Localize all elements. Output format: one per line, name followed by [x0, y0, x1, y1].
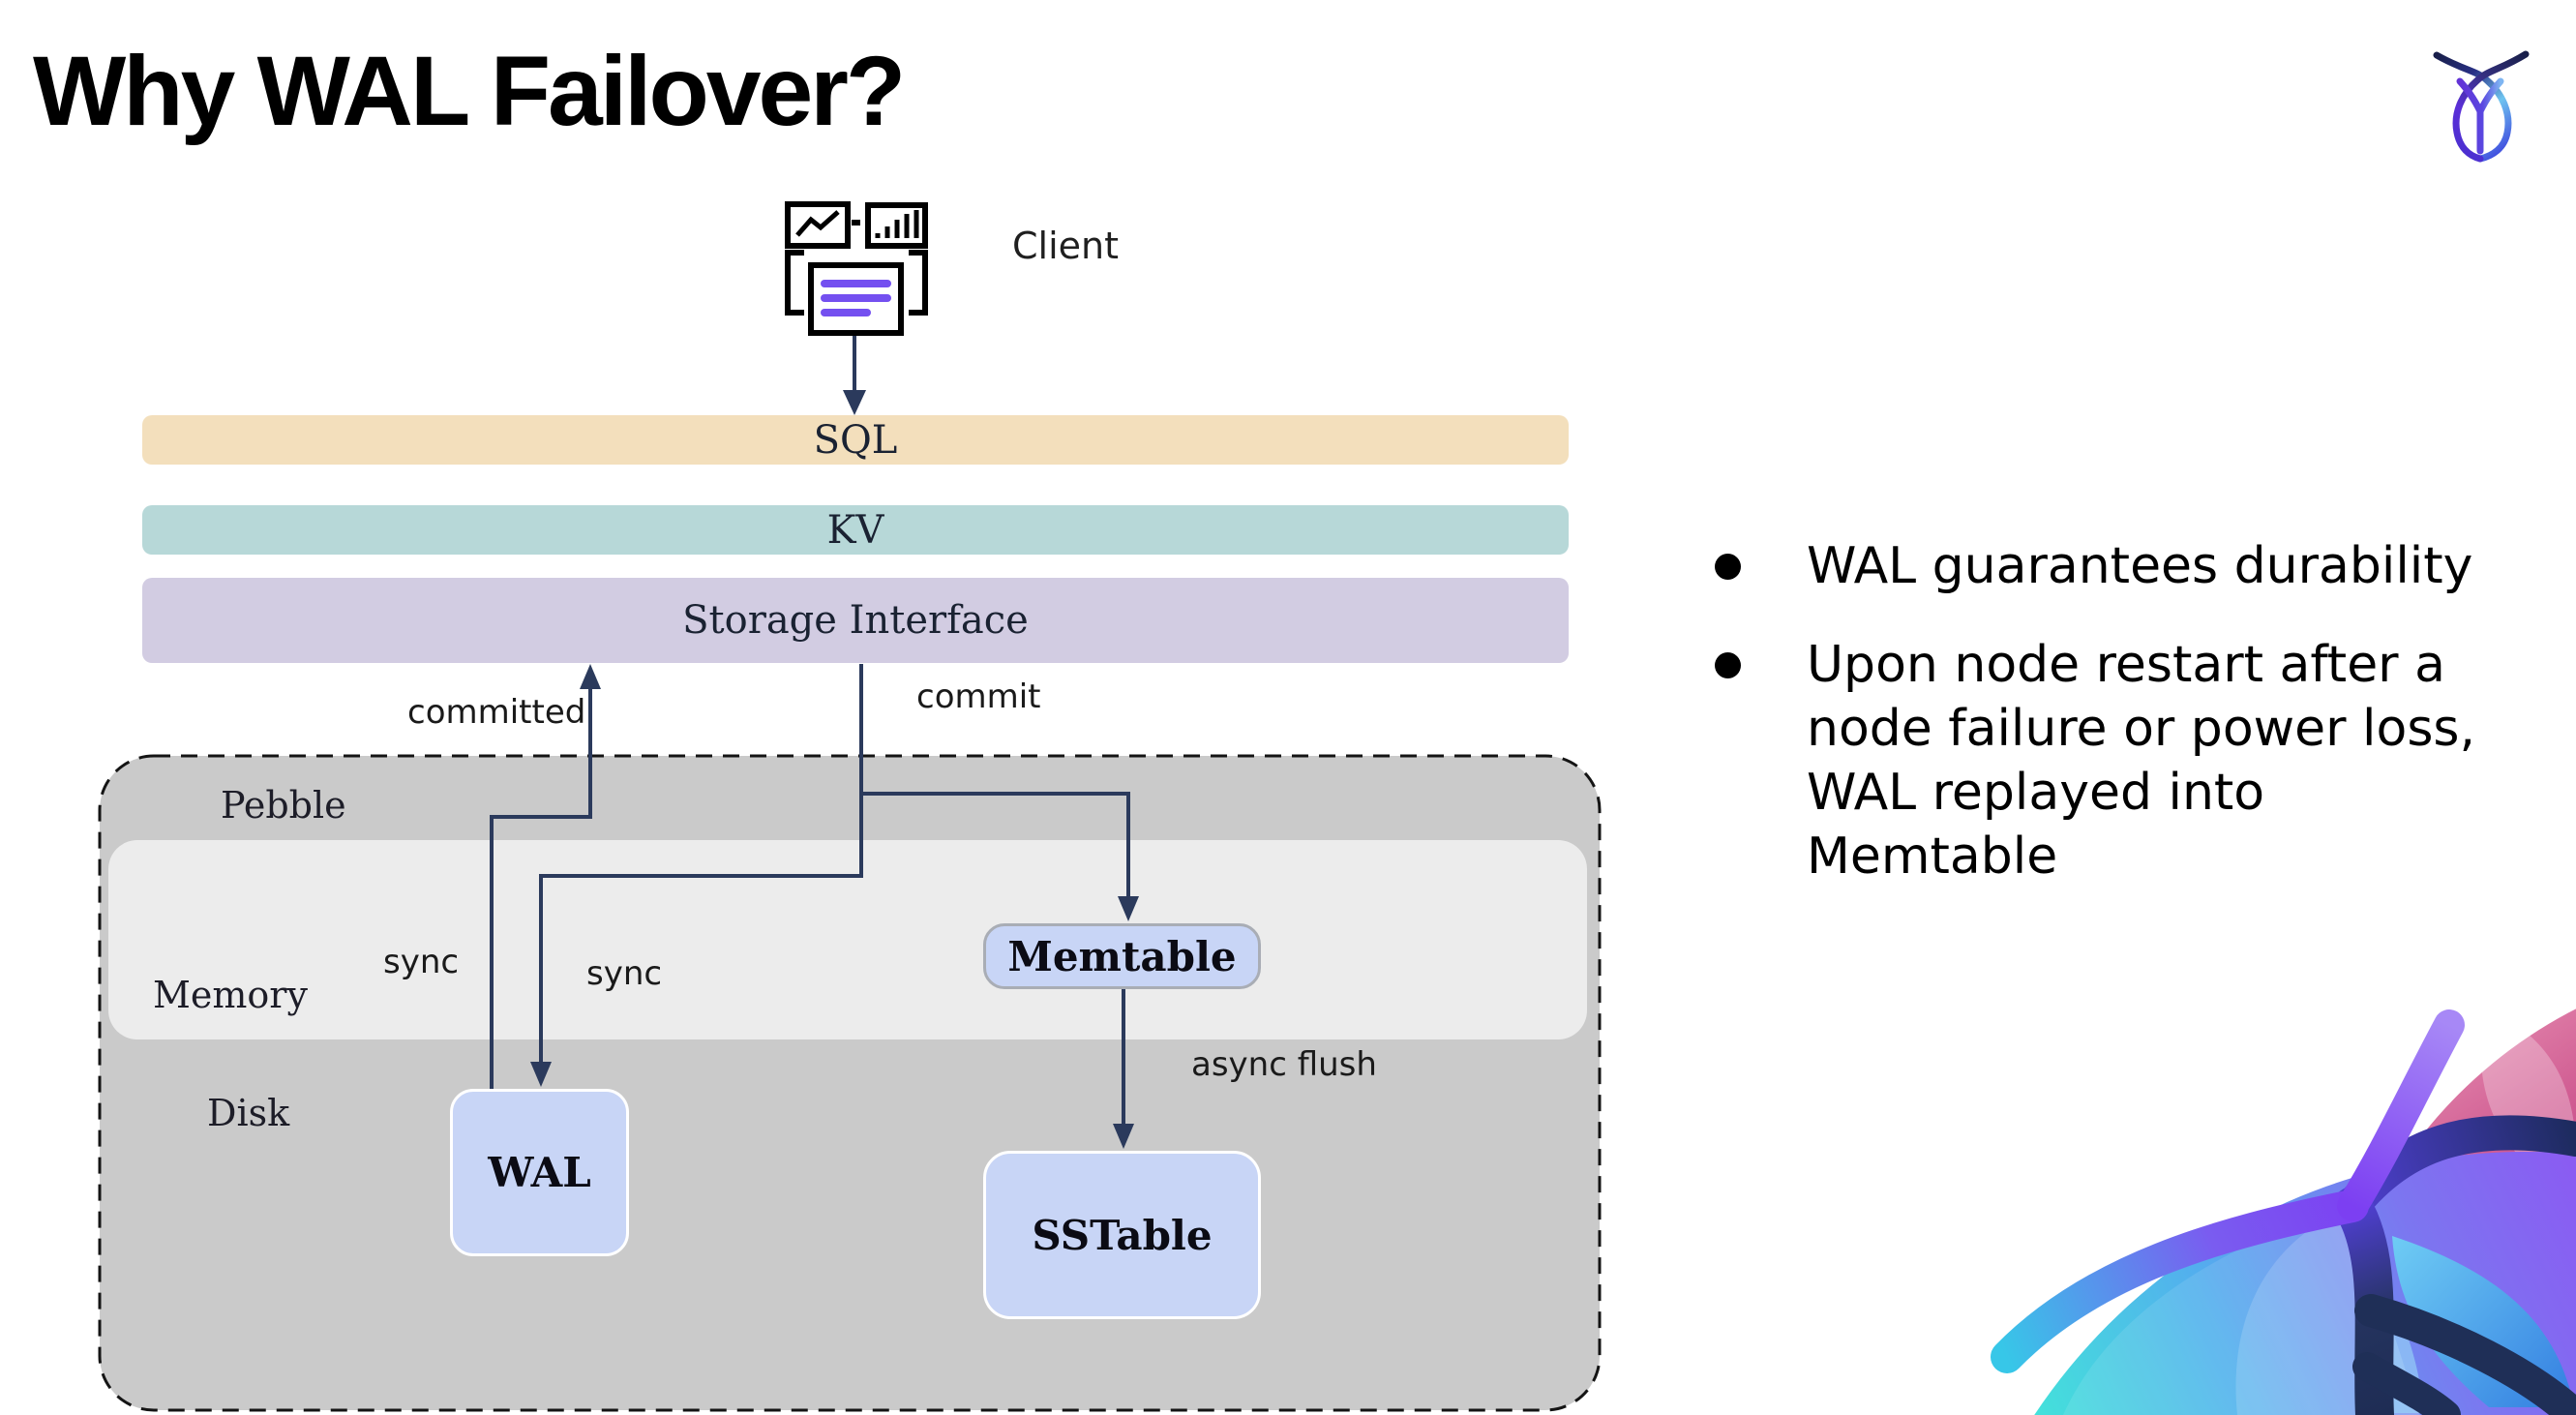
- sstable-box: SSTable: [983, 1151, 1261, 1319]
- client-label: Client: [1012, 225, 1120, 267]
- memtable-box: Memtable: [983, 923, 1261, 989]
- disk-label: Disk: [207, 1092, 290, 1134]
- list-item: WAL guarantees durability: [1715, 534, 2479, 598]
- notes-list: WAL guarantees durability Upon node rest…: [1715, 534, 2479, 888]
- bullet-text: WAL guarantees durability: [1807, 537, 2473, 595]
- sstable-box-label: SSTable: [1032, 1211, 1213, 1259]
- layer-kv-label: KV: [826, 507, 884, 553]
- layer-sql: SQL: [142, 415, 1569, 465]
- layer-storage-interface-label: Storage Interface: [682, 598, 1029, 643]
- page-title: Why WAL Failover?: [33, 36, 906, 146]
- bullet-icon: [1715, 652, 1741, 678]
- edge-label-sync-right: sync: [586, 954, 663, 993]
- memtable-box-label: Memtable: [1007, 932, 1237, 980]
- client-icon: [785, 201, 928, 336]
- wal-box-label: WAL: [488, 1149, 591, 1196]
- list-item: Upon node restart after a node failure o…: [1715, 633, 2479, 888]
- pebble-label: Pebble: [221, 784, 346, 827]
- layer-kv: KV: [142, 505, 1569, 555]
- memory-label: Memory: [153, 974, 308, 1016]
- corner-brand-art: [1991, 1009, 2576, 1415]
- layer-sql-label: SQL: [813, 417, 898, 463]
- bullet-icon: [1715, 554, 1741, 580]
- wal-box: WAL: [450, 1089, 629, 1256]
- cockroachdb-logo-icon: [2433, 50, 2530, 163]
- edge-label-async-flush: async flush: [1191, 1045, 1377, 1084]
- bullet-text: Upon node restart after a node failure o…: [1807, 636, 2476, 886]
- layer-storage-interface: Storage Interface: [142, 578, 1569, 663]
- edge-label-committed: committed: [407, 693, 586, 732]
- memory-band: [108, 840, 1587, 1039]
- edge-label-sync-left: sync: [383, 943, 460, 981]
- edge-label-commit: commit: [916, 677, 1041, 716]
